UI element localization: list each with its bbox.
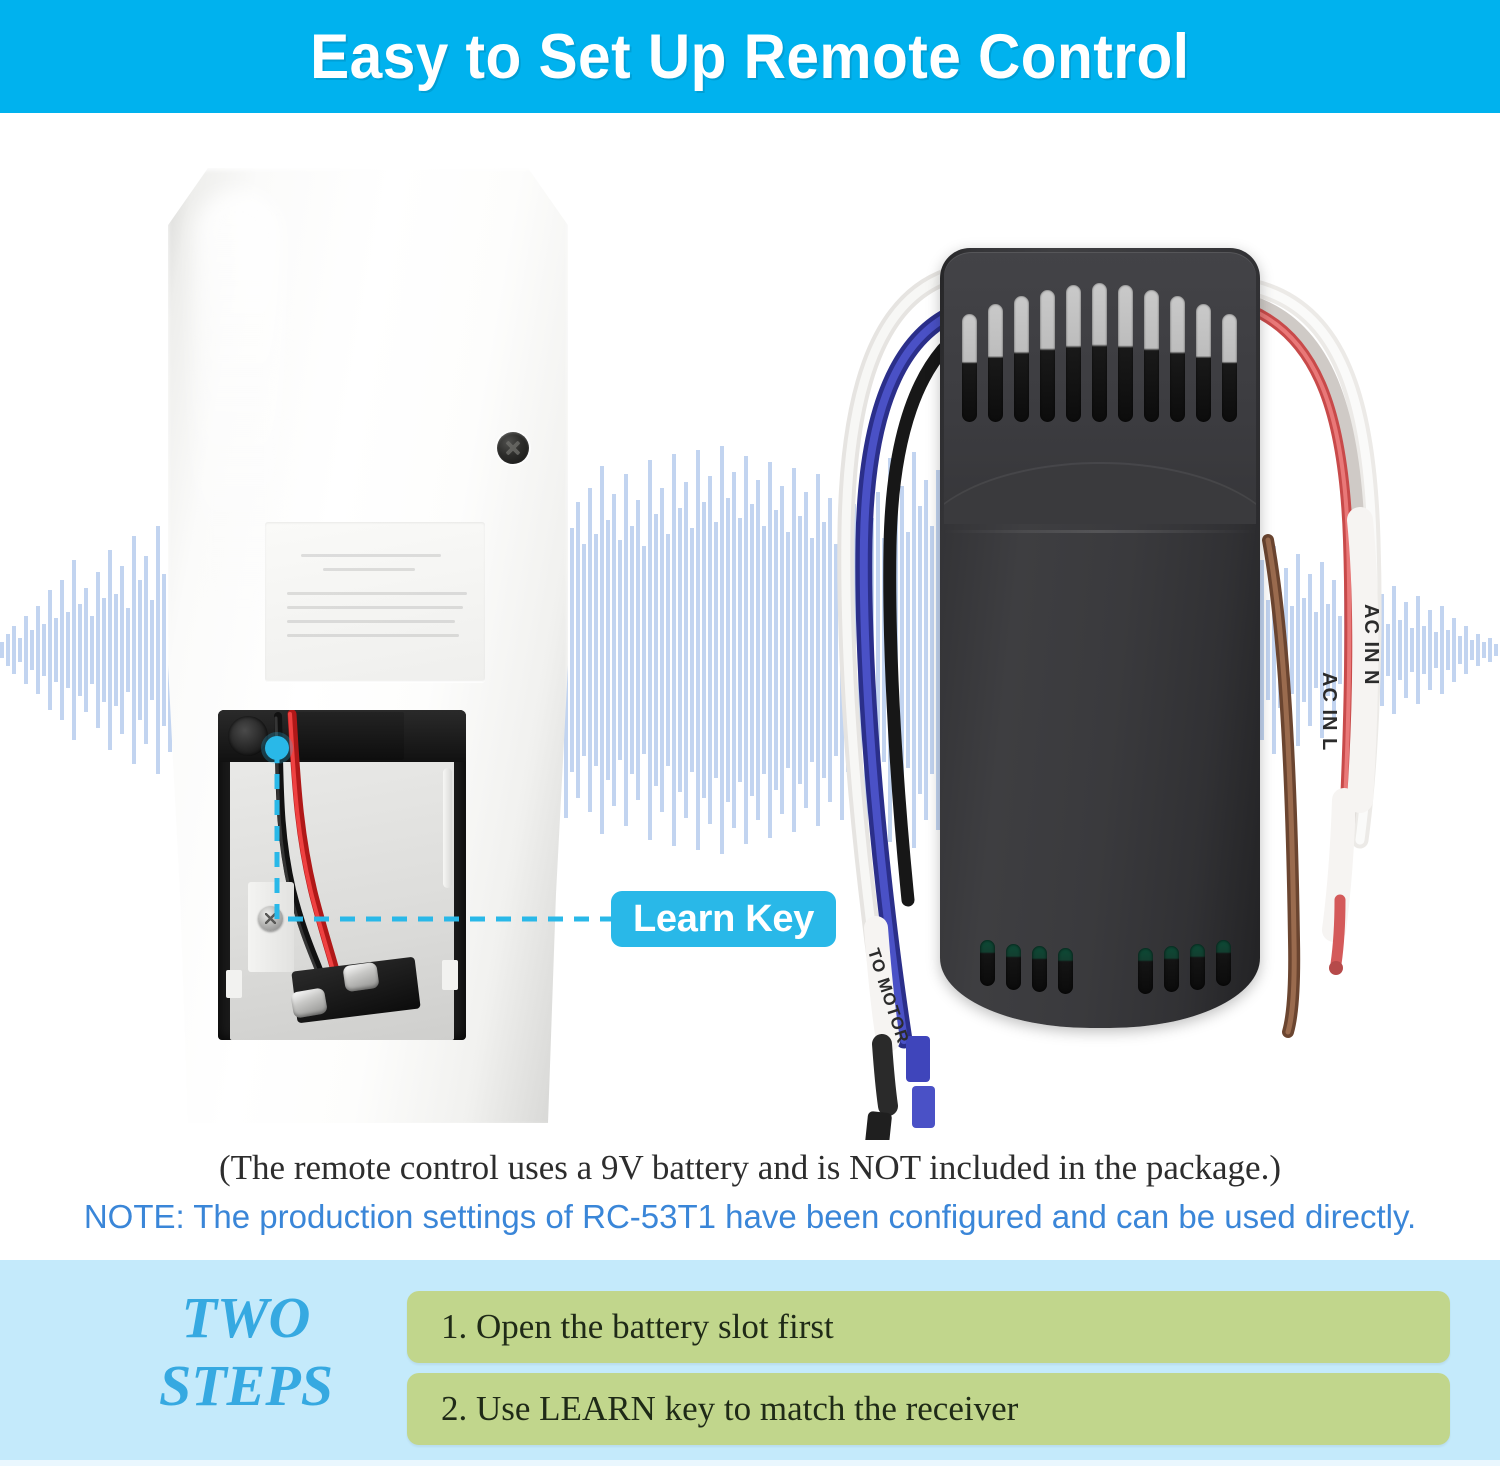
foam-pad <box>294 712 404 760</box>
two-steps-heading: TWO STEPS <box>96 1284 396 1421</box>
learn-key-marker-dot <box>265 736 289 760</box>
compartment-rail <box>443 768 452 888</box>
production-note-caption: NOTE: The production settings of RC-53T1… <box>83 1198 1417 1235</box>
remote-control-device <box>168 168 568 1123</box>
two-steps-heading-line2: STEPS <box>158 1353 334 1419</box>
step-text: 1. Open the battery slot first <box>441 1307 834 1346</box>
battery-compartment <box>218 710 466 1040</box>
receiver-seam-line <box>942 530 1258 533</box>
step-text: 2. Use LEARN key to match the receiver <box>441 1389 1019 1428</box>
receiver-vent-panel <box>944 252 1256 524</box>
step-item: 2. Use LEARN key to match the receiver <box>407 1373 1450 1445</box>
battery-snap-connector <box>286 946 422 1024</box>
two-steps-panel: TWO STEPS 1. Open the battery slot first… <box>0 1260 1500 1466</box>
wire-label-ac-in-n: AC IN N <box>1360 604 1382 686</box>
remote-case-screw <box>497 432 529 464</box>
remote-label-plate <box>265 522 485 682</box>
two-steps-heading-line1: TWO <box>181 1285 311 1350</box>
learn-key-callout-label: Learn Key <box>611 891 837 947</box>
step-item: 1. Open the battery slot first <box>407 1291 1450 1363</box>
panel-bottom-divider <box>0 1460 1500 1466</box>
wire-label-ac-in-l: AC IN L <box>1318 672 1340 752</box>
learn-key-leader-line <box>274 748 666 922</box>
internal-wires <box>274 710 343 987</box>
header-banner: Easy to Set Up Remote Control <box>0 0 1500 113</box>
page-title: Easy to Set Up Remote Control <box>310 21 1190 92</box>
rf-receiver-device: AC IN N AC IN L TO MOTOR <box>820 240 1440 1140</box>
learn-key-label-text: Learn Key <box>633 897 815 940</box>
receiver-wire-harness <box>837 267 1382 1140</box>
learn-key-button[interactable] <box>228 716 268 756</box>
battery-note-caption: (The remote control uses a 9V battery an… <box>219 1148 1281 1187</box>
